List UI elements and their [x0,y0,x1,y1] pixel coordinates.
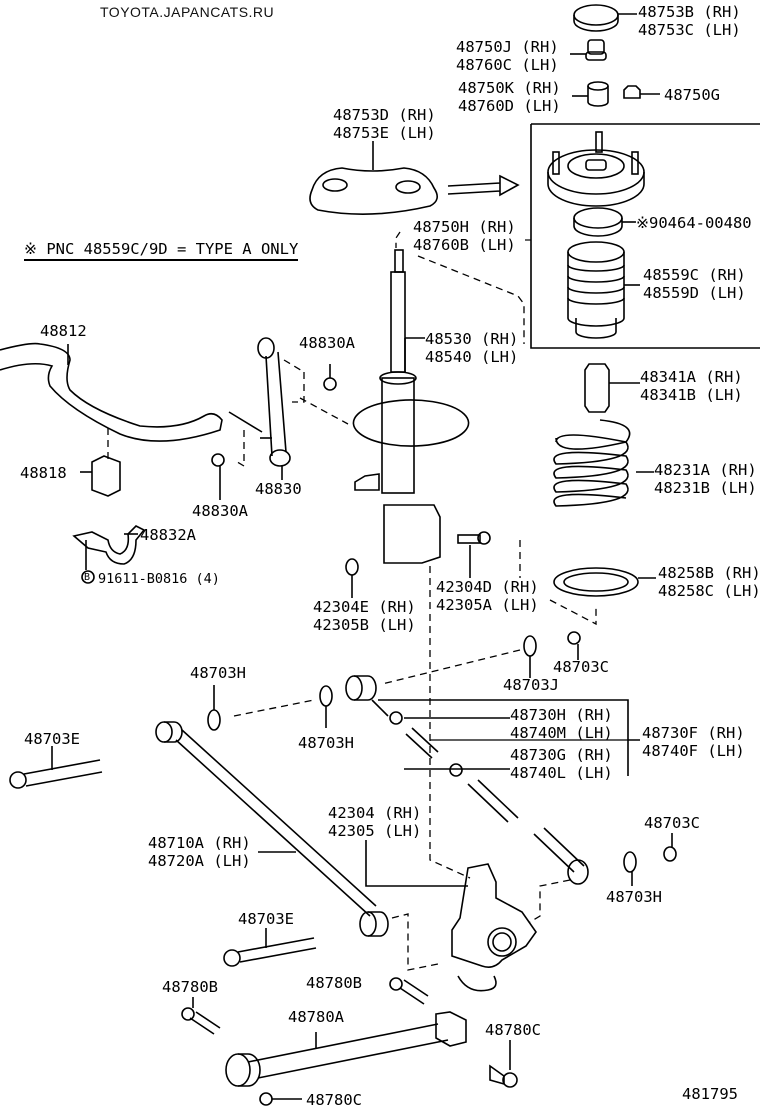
label-48750g[interactable]: 48750G [664,86,720,104]
label-48818[interactable]: 48818 [20,464,67,482]
label-48703c-top[interactable]: 48703C [553,658,609,676]
bushing-48703c-right[interactable] [663,833,677,862]
label-48530[interactable]: 48530 (RH) 48540 (LH) [425,330,519,366]
label-48258b[interactable]: 48258B (RH) 48258C (LH) [658,564,760,600]
bolt-42304d[interactable] [457,531,491,578]
label-48703e-left[interactable]: 48703E [24,730,80,748]
label-48703j[interactable]: 48703J [503,676,559,694]
arrow-icon [447,174,520,197]
illustration-number: 481795 [682,1085,738,1103]
washer-48703h-left[interactable] [207,685,315,731]
nut-48750j[interactable] [570,39,607,61]
label-48730f[interactable]: 48730F (RH) 48740F (LH) [642,724,745,760]
lower-arm-48710a[interactable] [155,721,439,971]
bolt-48703e-left[interactable] [9,746,103,789]
label-48750h[interactable]: 48750H (RH) 48760B (LH) [413,218,516,254]
stabilizer-bar-48812[interactable] [0,342,263,460]
bushing-42304e[interactable] [345,558,359,598]
type-note: ※ PNC 48559C/9D = TYPE A ONLY [24,240,299,261]
label-48753d[interactable]: 48753D (RH) 48753E (LH) [333,106,436,142]
bushing-48818[interactable] [80,455,121,497]
label-48832a[interactable]: 48832A [140,526,196,544]
label-48750k[interactable]: 48750K (RH) 48760D (LH) [458,79,561,115]
label-91611[interactable]: 91611-B0816 (4) [98,571,220,587]
knuckle-42304[interactable] [365,840,537,992]
label-48703c-right[interactable]: 48703C [644,814,700,832]
label-48780a[interactable]: 48780A [288,1008,344,1026]
label-48780b-mid[interactable]: 48780B [306,974,362,992]
mount-cap-48753b[interactable] [573,4,637,32]
label-48830[interactable]: 48830 [255,480,302,498]
label-48780b-left[interactable]: 48780B [162,978,218,996]
label-48750j[interactable]: 48750J (RH) 48760C (LH) [456,38,559,74]
bump-stopper-48341a[interactable] [584,363,640,413]
dust-boot-48559c[interactable] [567,241,640,339]
bolt-48703e-mid[interactable] [223,928,317,967]
label-48559c[interactable]: 48559C (RH) 48559D (LH) [643,266,746,302]
bushing-48703c-top[interactable] [567,631,581,660]
label-90464[interactable]: ※90464-00480 [636,214,752,232]
label-48703e-mid[interactable]: 48703E [238,910,294,928]
bolt-mark-circle [81,570,95,584]
washer-48703h-mid[interactable] [319,685,333,728]
label-42304d[interactable]: 42304D (RH) 42305A (LH) [436,578,539,614]
bracket-48832a[interactable] [72,525,146,570]
label-48830a-bottom[interactable]: 48830A [192,502,248,520]
upper-support-assy[interactable] [547,131,645,207]
shock-absorber-48530[interactable] [352,249,470,564]
watermark: TOYOTA.JAPANCATS.RU [100,4,275,20]
label-48780c-right[interactable]: 48780C [485,1021,541,1039]
label-48703h-mid[interactable]: 48703H [298,734,354,752]
label-48710a[interactable]: 48710A (RH) 48720A (LH) [148,834,251,870]
label-48231a[interactable]: 48231A (RH) 48231B (LH) [654,461,757,497]
coil-spring-48231a[interactable] [553,419,654,507]
label-48730g[interactable]: 48730G (RH) 48740L (LH) [510,746,613,782]
stabilizer-link-48830[interactable] [233,337,305,480]
nut-48780c-bottom[interactable] [259,1092,302,1106]
label-48703h-left[interactable]: 48703H [190,664,246,682]
strut-support-48753d[interactable] [309,141,438,215]
label-48730h[interactable]: 48730H (RH) 48740M (LH) [510,706,613,742]
label-48753b[interactable]: 48753B (RH) 48753C (LH) [638,3,741,39]
ring-90464[interactable] [573,207,636,237]
nut-48830a-top[interactable] [323,377,337,391]
label-48812[interactable]: 48812 [40,322,87,340]
bolt-48780c-right[interactable] [489,1040,518,1088]
label-48780c-bottom[interactable]: 48780C [306,1091,362,1109]
label-42304[interactable]: 42304 (RH) 42305 (LH) [328,804,422,840]
spring-seat-48258b[interactable] [549,567,656,626]
toe-arm-48730f[interactable] [345,675,589,923]
label-42304e[interactable]: 42304E (RH) 42305B (LH) [313,598,416,634]
washer-48703h-right[interactable] [623,851,637,886]
label-48341a[interactable]: 48341A (RH) 48341B (LH) [640,368,743,404]
inset-box [530,123,760,349]
nut-48750g[interactable] [623,85,660,99]
nut-48830a-bottom[interactable] [211,453,225,467]
bushing-48750k[interactable] [572,81,609,107]
bolt-mark-b: B [84,572,91,583]
lower-link-48780a[interactable] [225,1011,467,1087]
washer-48703j[interactable] [381,635,537,685]
label-48830a-top[interactable]: 48830A [299,334,355,352]
bolt-48780b-left[interactable] [181,997,221,1035]
label-48703h-right[interactable]: 48703H [606,888,662,906]
bolt-48780b-mid[interactable] [389,977,429,1005]
